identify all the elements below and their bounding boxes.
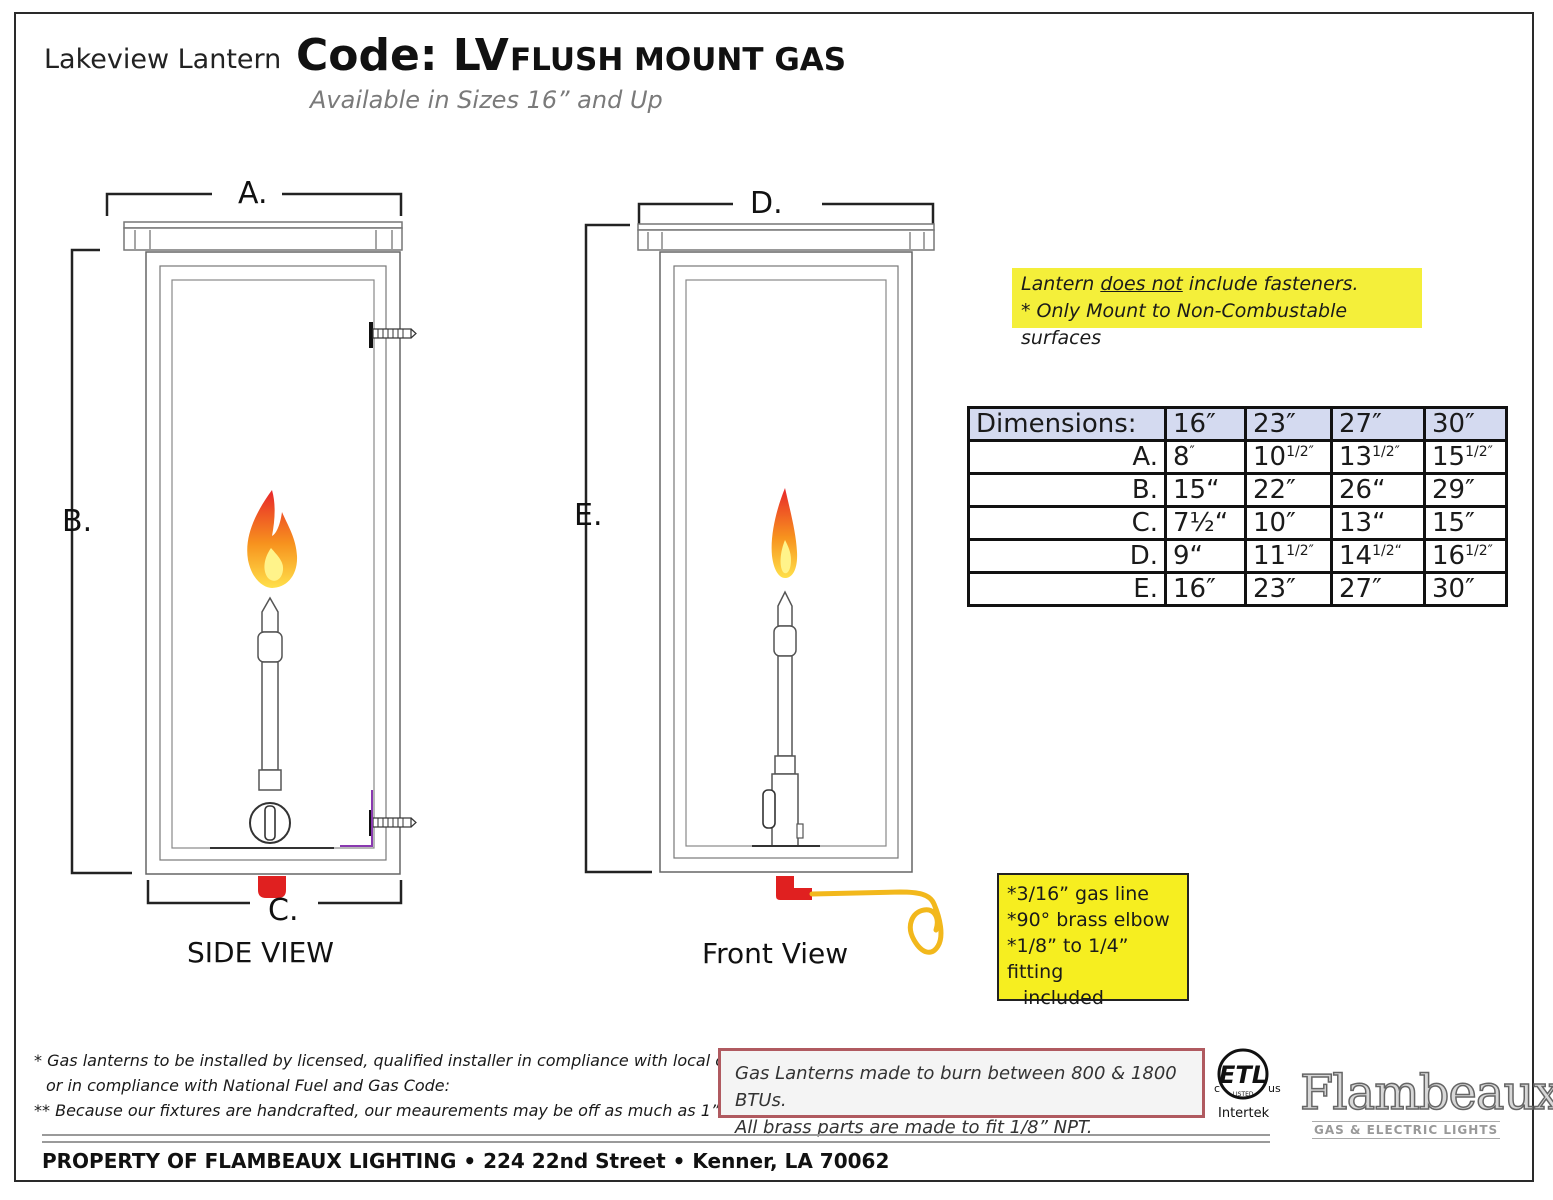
side-burner-tip: [261, 596, 279, 633]
sizes-note: Available in Sizes 16” and Up: [310, 86, 663, 114]
side-flame-icon: [247, 490, 298, 588]
gas-line: [809, 889, 944, 955]
disclaimer-line: * Gas lanterns to be installed by licens…: [34, 1051, 768, 1070]
btu-note-line: All brass parts are made to fit 1/8” NPT…: [735, 1117, 1093, 1138]
footer-address: PROPERTY OF FLAMBEAUX LIGHTING • 224 22n…: [42, 1149, 890, 1173]
table-cell: 161/2″: [1423, 538, 1508, 574]
table-cell: 27″: [1330, 571, 1426, 607]
table-row: A. 8″ 101/2″ 131/2″ 151/2″: [967, 439, 1508, 475]
lantern-name: Lakeview Lantern: [44, 44, 282, 75]
front-burner-tip: [777, 590, 793, 627]
etl-small: LISTED: [1233, 1091, 1254, 1098]
brand-tagline: GAS & ELECTRIC LIGHTS: [1312, 1121, 1501, 1139]
table-row-label: D.: [967, 538, 1167, 574]
btu-note-line: Gas Lanterns made to burn between 800 & …: [735, 1063, 1177, 1111]
table-row-label: C.: [967, 505, 1167, 541]
dim-e-bracket: [584, 223, 652, 874]
table-row-label: E.: [967, 571, 1167, 607]
dim-b-bracket: [70, 248, 132, 875]
side-top-plate: [123, 221, 403, 229]
dim-c-bracket: [146, 880, 403, 905]
table-header-cell: 16″: [1164, 406, 1247, 442]
front-mid-frame: [673, 265, 899, 859]
fitting-note-line: *90° brass elbow: [1007, 909, 1170, 931]
product-code: Code: LV: [296, 30, 509, 81]
disclaimer-line: or in compliance with National Fuel and …: [46, 1076, 451, 1095]
front-valve-icon: [762, 789, 776, 829]
table-cell: 10″: [1244, 505, 1333, 541]
side-view-label: SIDE VIEW: [187, 936, 334, 969]
etl-listed-icon: ETL LISTED c us: [1214, 1048, 1281, 1100]
screw-top-icon: [369, 322, 417, 348]
table-header-cell: 23″: [1244, 406, 1333, 442]
fastener-note-line2: * Only Mount to Non-Combustable surfaces: [1021, 300, 1348, 349]
dim-c-label: C.: [268, 893, 298, 928]
table-cell: 151/2″: [1423, 439, 1508, 475]
front-top-plate: [637, 223, 935, 231]
table-row: B. 15“ 22″ 26“ 29″: [967, 472, 1508, 508]
dim-a-bracket: [105, 192, 403, 216]
side-top-block: [123, 227, 403, 251]
page-border: [14, 12, 1534, 1182]
fitting-note-line: *3/16” gas line: [1007, 883, 1149, 905]
side-view-drawing: A. B.: [62, 176, 417, 928]
dimensions-table: Dimensions: 16″ 23″ 27″ 30″ A. 8″ 101/2″…: [967, 406, 1508, 607]
table-cell: 29″: [1423, 472, 1508, 508]
table-header-cell: Dimensions:: [967, 406, 1167, 442]
table-cell: 15″: [1423, 505, 1508, 541]
etl-us: us: [1268, 1082, 1281, 1095]
table-cell: 26“: [1330, 472, 1426, 508]
table-cell: 22″: [1244, 472, 1333, 508]
table-cell: 30″: [1423, 571, 1508, 607]
table-row-label: A.: [967, 439, 1167, 475]
installation-disclaimer: * Gas lanterns to be installed by licens…: [34, 1048, 767, 1123]
table-cell: 7½“: [1164, 505, 1247, 541]
side-mid-frame: [159, 265, 387, 861]
table-cell: 23″: [1244, 571, 1333, 607]
fastener-note: Lantern does not include fasteners. * On…: [1012, 268, 1422, 349]
dim-a-label: A.: [238, 176, 268, 211]
front-flame-icon: [771, 488, 798, 578]
fitting-note-line: included: [1023, 987, 1104, 1009]
flambeaux-logo: Flambeaux: [1299, 1064, 1553, 1122]
fitting-note-line: *1/8” to 1/4” fitting: [1007, 935, 1129, 983]
front-top-block: [637, 229, 935, 251]
table-cell: 111/2″: [1244, 538, 1333, 574]
disclaimer-line: ** Because our fixtures are handcrafted,…: [34, 1101, 725, 1120]
table-row: C. 7½“ 10″ 13“ 15″: [967, 505, 1508, 541]
table-cell: 8″: [1164, 439, 1247, 475]
footer-divider: [42, 1134, 1270, 1143]
btu-note: Gas Lanterns made to burn between 800 & …: [718, 1048, 1205, 1138]
table-header-cell: 27″: [1330, 406, 1426, 442]
table-header-cell: 30″: [1423, 406, 1508, 442]
table-cell: 15“: [1164, 472, 1247, 508]
dim-d-bracket: [637, 202, 935, 224]
front-elbow: [776, 876, 812, 900]
product-type: FLUSH MOUNT GAS: [510, 42, 847, 78]
fitting-note: *3/16” gas line *90° brass elbow *1/8” t…: [997, 873, 1189, 1009]
table-cell: 131/2″: [1330, 439, 1426, 475]
table-row: D. 9“ 111/2″ 141/2“ 161/2″: [967, 538, 1508, 574]
table-cell: 101/2″: [1244, 439, 1333, 475]
table-cell: 141/2“: [1330, 538, 1426, 574]
front-view-label: Front View: [702, 937, 849, 970]
dim-d-label: D.: [750, 186, 783, 221]
fastener-note-line1: Lantern does not include fasteners.: [1021, 273, 1359, 295]
side-elbow: [258, 876, 286, 898]
intertek-label: Intertek: [1218, 1106, 1270, 1121]
front-view-drawing: D. E.: [574, 186, 944, 955]
table-cell: 13“: [1330, 505, 1426, 541]
etl-c: c: [1214, 1082, 1220, 1095]
table-cell: 9“: [1164, 538, 1247, 574]
table-row-label: B.: [967, 472, 1167, 508]
table-cell: 16″: [1164, 571, 1247, 607]
etl-mark: ETL: [1219, 1061, 1267, 1089]
table-header-row: Dimensions: 16″ 23″ 27″ 30″: [967, 406, 1508, 442]
dim-b-label: B.: [62, 504, 92, 539]
table-row: E. 16″ 23″ 27″ 30″: [967, 571, 1508, 607]
dim-e-label: E.: [574, 498, 603, 533]
